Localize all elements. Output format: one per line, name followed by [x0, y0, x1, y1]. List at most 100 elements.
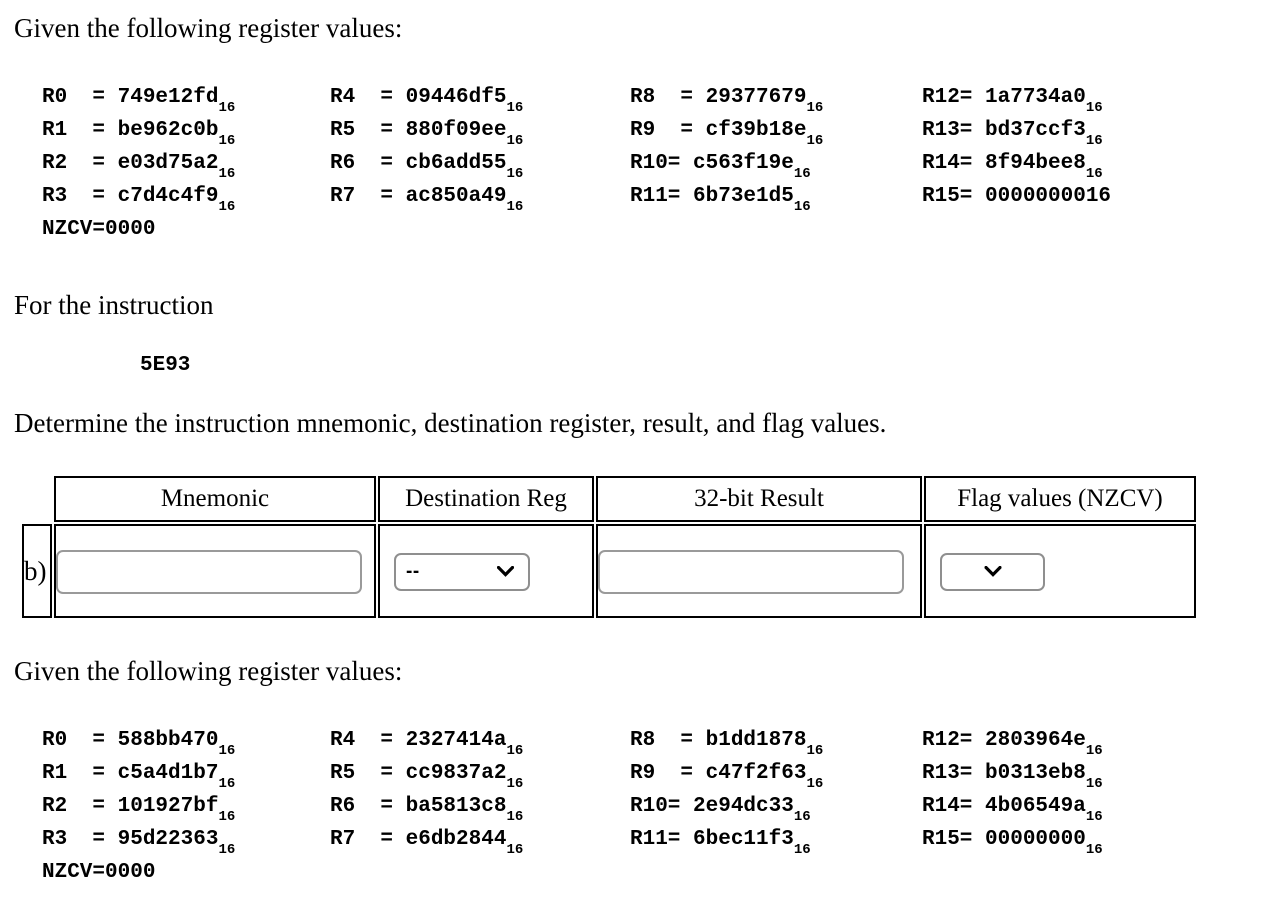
register-value: be962c0b — [117, 119, 219, 142]
register-name: R0 = — [42, 729, 118, 752]
register-name: R12= — [922, 86, 986, 109]
prompt-registers-1: Given the following register values: — [14, 13, 403, 43]
header-flag-values: Flag values (NZCV) — [924, 476, 1196, 522]
register-value: cf39b18e — [705, 119, 807, 142]
register-entry: R7 = e6db284416 — [330, 828, 523, 858]
register-entry: R11= 6bec11f316 — [630, 828, 811, 858]
register-name: R1 = — [42, 119, 118, 142]
register-value-base-subscript: 16 — [218, 743, 236, 760]
register-entry: R9 = c47f2f6316 — [630, 762, 823, 792]
register-name: R8 = — [630, 86, 706, 109]
cell-destination-reg: -- — [378, 524, 594, 618]
answer-table: Mnemonic Destination Reg 32-bit Result F… — [20, 474, 1198, 620]
register-entry: R1 = be962c0b16 — [42, 119, 235, 149]
register-value: 749e12fd — [117, 86, 219, 109]
register-entry: R4 = 09446df516 — [330, 86, 523, 116]
register-value: b0313eb8 — [985, 762, 1086, 785]
result-input[interactable] — [598, 550, 904, 594]
register-value: 95d22363 — [117, 828, 219, 851]
register-name: R5 = — [330, 762, 406, 785]
register-row: NZCV=0000 — [0, 861, 1270, 894]
chevron-down-icon — [496, 555, 515, 589]
register-value: ac850a49 — [405, 185, 507, 208]
register-entry: R1 = c5a4d1b716 — [42, 762, 235, 792]
register-entry: R5 = 880f09ee16 — [330, 119, 523, 149]
register-value-base-subscript: 16 — [218, 809, 236, 826]
register-value: 2327414a — [405, 729, 507, 752]
prompt-for-instruction: For the instruction — [14, 290, 214, 320]
register-value: 4b06549a — [985, 795, 1086, 818]
register-value: cc9837a2 — [405, 762, 507, 785]
register-value: e03d75a2 — [117, 152, 219, 175]
register-name: R3 = — [42, 828, 118, 851]
register-value: 09446df5 — [405, 86, 507, 109]
cell-32bit-result — [596, 524, 922, 618]
table-row: b) -- — [22, 524, 1196, 618]
register-entry: R0 = 749e12fd16 — [42, 86, 235, 116]
register-entry: R13= bd37ccf316 — [922, 119, 1103, 149]
register-value: c47f2f63 — [705, 762, 807, 785]
register-value-base-subscript: 16 — [793, 842, 811, 859]
register-name: R6 = — [330, 795, 406, 818]
answer-table-wrapper: Mnemonic Destination Reg 32-bit Result F… — [20, 474, 1206, 620]
mnemonic-input[interactable] — [56, 550, 362, 594]
register-entry: R14= 4b06549a16 — [922, 795, 1103, 825]
register-entry: R7 = ac850a4916 — [330, 185, 523, 215]
table-header-row: Mnemonic Destination Reg 32-bit Result F… — [22, 476, 1196, 522]
register-name: R0 = — [42, 86, 118, 109]
register-entry: R2 = e03d75a216 — [42, 152, 235, 182]
register-entry: R2 = 101927bf16 — [42, 795, 235, 825]
register-name: R14= — [922, 152, 986, 175]
register-name: R15= — [922, 828, 986, 851]
register-name: R4 = — [330, 86, 406, 109]
register-entry: R12= 2803964e16 — [922, 729, 1103, 759]
register-value: 29377679 — [705, 86, 807, 109]
register-name: R2 = — [42, 152, 118, 175]
register-value-base-subscript: 16 — [1085, 842, 1103, 859]
register-name: R10= — [630, 795, 694, 818]
register-value: c5a4d1b7 — [117, 762, 219, 785]
register-value-base-subscript: 16 — [506, 809, 524, 826]
register-name: R9 = — [630, 762, 706, 785]
register-value-base-subscript: 16 — [793, 809, 811, 826]
prompt-determine: Determine the instruction mnemonic, dest… — [14, 408, 887, 438]
register-value-base-subscript: 16 — [218, 166, 236, 183]
register-value-base-subscript: 16 — [506, 133, 524, 150]
register-value-base-subscript: 16 — [1085, 100, 1103, 117]
register-value: cb6add55 — [405, 152, 507, 175]
register-value-base-subscript: 16 — [806, 133, 824, 150]
register-name: R11= — [630, 185, 694, 208]
register-value: c563f19e — [693, 152, 794, 175]
row-label-b: b) — [22, 524, 52, 618]
register-value-base-subscript: 16 — [218, 842, 236, 859]
register-value-base-subscript: 16 — [506, 166, 524, 183]
register-entry: R12= 1a7734a016 — [922, 86, 1103, 116]
register-value: 880f09ee — [405, 119, 507, 142]
register-name: R2 = — [42, 795, 118, 818]
register-value-base-subscript: 16 — [506, 776, 524, 793]
cell-mnemonic — [54, 524, 376, 618]
register-entry: R9 = cf39b18e16 — [630, 119, 823, 149]
register-entry: R5 = cc9837a216 — [330, 762, 523, 792]
register-name: R8 = — [630, 729, 706, 752]
register-value: 8f94bee8 — [985, 152, 1086, 175]
register-value: 6b73e1d5 — [693, 185, 794, 208]
register-value: e6db2844 — [405, 828, 507, 851]
register-entry: R8 = b1dd187816 — [630, 729, 823, 759]
register-value: b1dd1878 — [705, 729, 807, 752]
register-value: ba5813c8 — [405, 795, 507, 818]
register-value: 1a7734a0 — [985, 86, 1086, 109]
cell-flag-values — [924, 524, 1196, 618]
destination-reg-select[interactable]: -- — [394, 553, 530, 591]
register-name: R10= — [630, 152, 694, 175]
register-name: R13= — [922, 119, 986, 142]
register-value-base-subscript: 16 — [1085, 776, 1103, 793]
register-value-base-subscript: 16 — [1085, 743, 1103, 760]
flag-values-select[interactable] — [940, 553, 1045, 591]
